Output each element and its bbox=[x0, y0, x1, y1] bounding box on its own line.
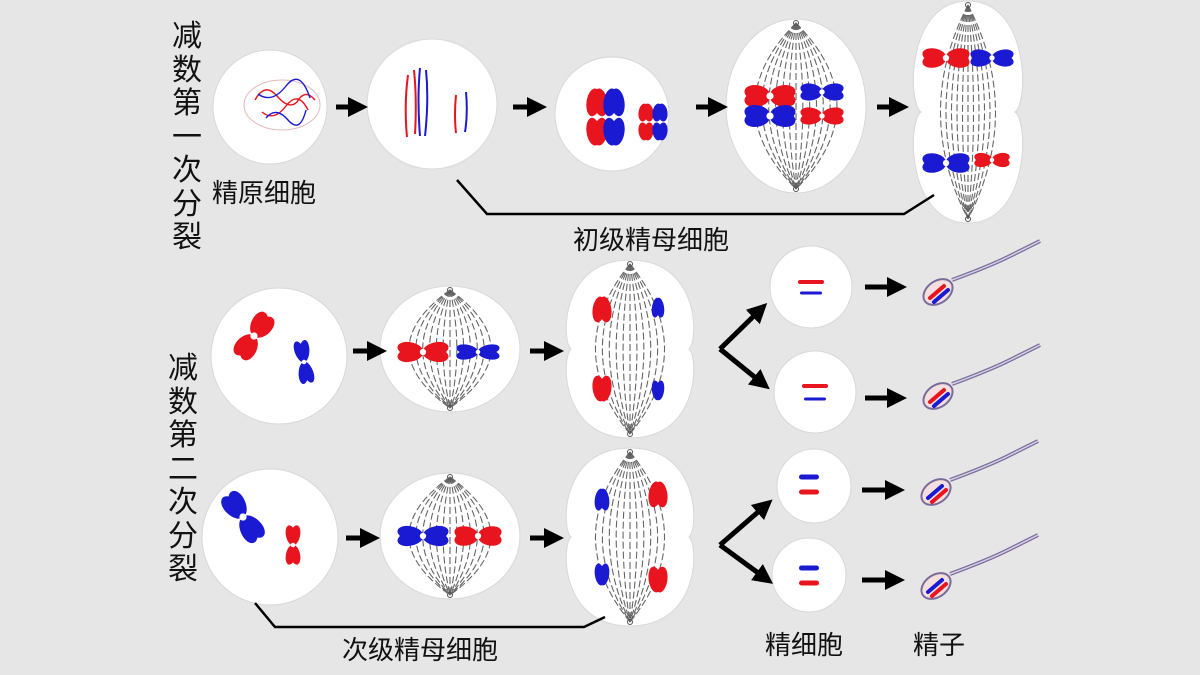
spermatid-3 bbox=[776, 448, 852, 524]
st3-blue bbox=[799, 474, 819, 480]
chrom-b2 bbox=[652, 103, 668, 122]
meiosis-2-label: 减数第二次分裂 bbox=[168, 351, 198, 587]
sec-b-blue bbox=[221, 490, 265, 544]
arrow-13 bbox=[718, 499, 773, 547]
metaphase1-cell-spindle bbox=[754, 20, 838, 192]
arrow-8 bbox=[718, 347, 770, 390]
sperm-3 bbox=[920, 439, 1039, 506]
st2-blue bbox=[804, 397, 826, 401]
chrom-b1b bbox=[603, 117, 625, 146]
secondary-bracket bbox=[254, 602, 606, 629]
a2a-red-top bbox=[592, 296, 612, 323]
secondary-cell-b bbox=[201, 468, 339, 606]
sperm-4 bbox=[920, 533, 1039, 600]
secondary-cell-a bbox=[210, 287, 348, 425]
anaphase2-cell-a-spindle bbox=[595, 261, 665, 437]
cells-layer bbox=[201, 0, 1041, 627]
primary-bracket bbox=[456, 179, 935, 216]
arrow-7 bbox=[718, 303, 768, 351]
anaphase2-cell-b-spindle bbox=[595, 449, 665, 625]
a2a-blue-bot bbox=[651, 380, 665, 401]
a2b-blue-top bbox=[594, 488, 610, 511]
biv2-blue bbox=[800, 83, 844, 101]
st2-red bbox=[802, 384, 828, 388]
a1-red-bot bbox=[974, 152, 1010, 168]
thread-chromosomes bbox=[404, 67, 468, 138]
a1-blue-top bbox=[970, 49, 1014, 67]
a1-red-top bbox=[922, 48, 970, 68]
leptotene-cell bbox=[366, 38, 498, 170]
sperm-2 bbox=[922, 343, 1041, 410]
sperm-label: 精子 bbox=[913, 631, 966, 661]
chromatin-tangle bbox=[243, 78, 321, 131]
spermatogonium-label: 精原细胞 bbox=[212, 179, 317, 209]
arrow-14 bbox=[718, 542, 774, 584]
a2b-blue-bot bbox=[594, 563, 610, 586]
a2a-blue-top bbox=[651, 297, 665, 318]
chrom-b1 bbox=[603, 88, 625, 117]
arrows-layer bbox=[336, 97, 909, 590]
spermatid-4 bbox=[771, 537, 847, 613]
st4-red bbox=[799, 580, 819, 586]
sec-a-red bbox=[233, 311, 275, 361]
a2b-red-bot bbox=[648, 566, 668, 593]
spermatogonium-cell bbox=[212, 49, 328, 165]
chrom-r2b bbox=[638, 122, 654, 141]
biv1-red bbox=[744, 85, 796, 107]
biv2-red bbox=[800, 107, 844, 125]
st1-red bbox=[798, 280, 824, 284]
sperm-1 bbox=[922, 239, 1041, 306]
m2a-blue bbox=[456, 344, 500, 360]
a2a-red-bot bbox=[592, 375, 612, 402]
metaphase2-cell-b bbox=[379, 472, 521, 600]
chrom-b2b bbox=[652, 122, 668, 141]
sec-a-blue bbox=[293, 340, 315, 384]
m2a-red bbox=[397, 341, 449, 363]
spermatid-1 bbox=[769, 245, 853, 329]
primary-spermatocyte-label: 初级精母细胞 bbox=[573, 226, 730, 256]
st1-blue bbox=[800, 291, 822, 295]
meiosis-1-label: 减数第一次分裂 bbox=[172, 19, 202, 255]
st4-blue bbox=[799, 565, 819, 571]
m2b-red bbox=[454, 526, 502, 546]
anaphase1-cell-spindle bbox=[939, 2, 997, 222]
sec-b-red bbox=[285, 525, 301, 565]
st3-red bbox=[799, 489, 819, 495]
a1-blue-bot bbox=[922, 153, 970, 173]
secondary-spermatocyte-label: 次级精母细胞 bbox=[342, 636, 499, 666]
biv1-blue bbox=[744, 105, 796, 127]
spermatid-label: 精细胞 bbox=[765, 631, 844, 661]
brackets-layer bbox=[254, 179, 935, 629]
spermatid-2 bbox=[773, 350, 857, 434]
chrom-r2 bbox=[638, 103, 654, 122]
a2b-red-top bbox=[648, 481, 668, 508]
m2b-blue bbox=[397, 525, 449, 547]
